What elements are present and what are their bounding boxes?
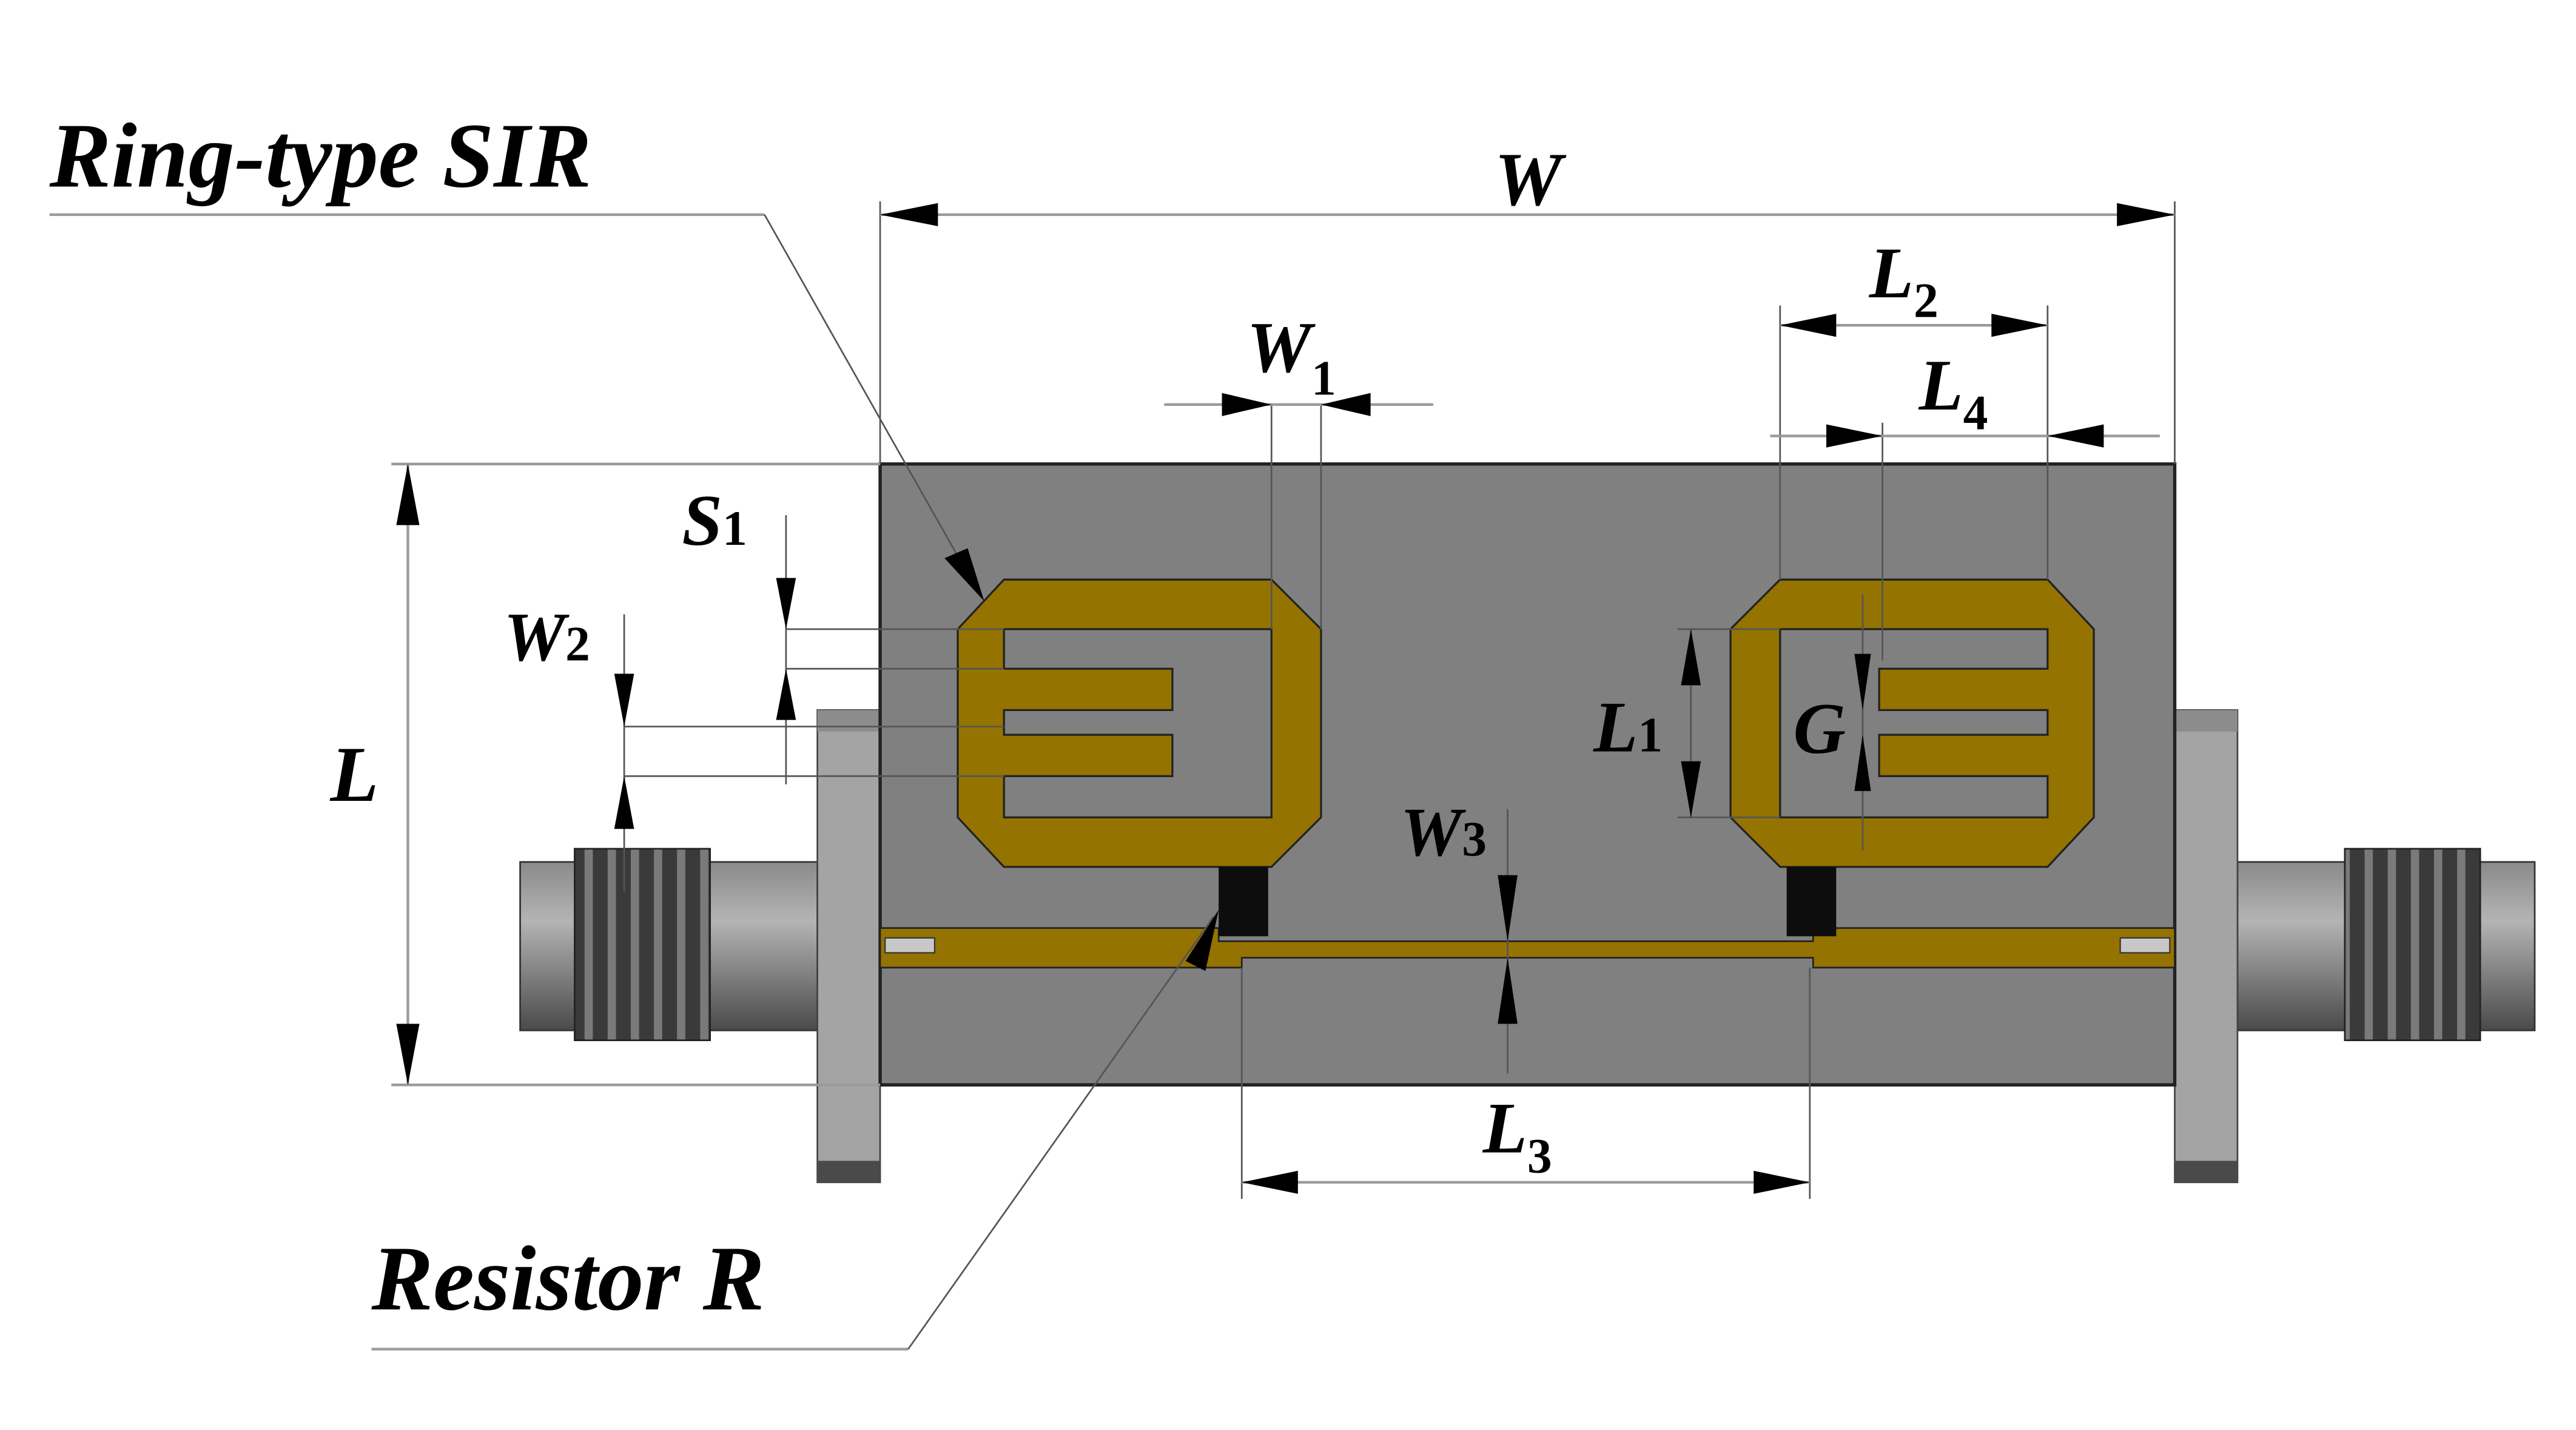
svg-text:W1: W1 bbox=[1246, 306, 1336, 405]
right-resistor bbox=[1786, 866, 1837, 937]
label-l1: L bbox=[1593, 686, 1638, 767]
left-flange-foot bbox=[817, 1161, 881, 1182]
label-w2-sub: 2 bbox=[565, 616, 590, 672]
label-ring-sir: Ring-type SIR bbox=[49, 104, 592, 207]
svg-text:W: W bbox=[1495, 138, 1567, 222]
left-connector-pin bbox=[884, 937, 935, 954]
svg-text:L1: L1 bbox=[1593, 686, 1663, 767]
label-resistor: Resistor R bbox=[371, 1227, 765, 1329]
dimension-s1: S1 bbox=[682, 480, 1004, 784]
left-sma-connector bbox=[519, 709, 881, 1184]
label-l4-sub: 4 bbox=[1963, 385, 1988, 440]
svg-text:W2: W2 bbox=[503, 599, 590, 676]
label-l3-sub: 3 bbox=[1527, 1128, 1552, 1183]
svg-text:W3: W3 bbox=[1401, 794, 1487, 871]
left-connector-nut bbox=[574, 848, 711, 1042]
dimension-g: G bbox=[1794, 594, 1871, 851]
left-flange-top bbox=[817, 710, 881, 732]
label-l4: L bbox=[1918, 345, 1963, 425]
dimension-w3: W3 bbox=[1401, 794, 1518, 1074]
label-l2-sub: 2 bbox=[1914, 273, 1939, 328]
right-connector-nut bbox=[2344, 848, 2481, 1042]
svg-text:G: G bbox=[1794, 688, 1846, 769]
label-s1-sub: 1 bbox=[722, 501, 747, 556]
left-ring-sir bbox=[957, 578, 1322, 868]
right-ring-outer bbox=[1729, 578, 2095, 868]
label-l: L bbox=[329, 731, 378, 818]
dimension-w2: W2 bbox=[503, 599, 1004, 892]
label-l2: L bbox=[1869, 232, 1914, 313]
svg-text:L4: L4 bbox=[1918, 345, 1988, 440]
dimension-l4: L4 bbox=[1770, 345, 2160, 661]
label-w2: W bbox=[503, 599, 570, 676]
right-flange-top bbox=[2174, 710, 2238, 732]
left-ring-outer bbox=[957, 578, 1322, 868]
label-w3: W bbox=[1401, 794, 1467, 871]
label-s1: S bbox=[682, 480, 722, 561]
svg-text:S1: S1 bbox=[682, 480, 747, 561]
right-sma-connector bbox=[2174, 709, 2536, 1184]
dimension-w: W bbox=[879, 138, 2176, 464]
right-flange bbox=[2174, 709, 2239, 1184]
label-l1-sub: 1 bbox=[1638, 707, 1663, 762]
left-resistor bbox=[1219, 866, 1268, 937]
label-w1-sub: 1 bbox=[1311, 350, 1336, 405]
dimension-l2: L2 bbox=[1779, 232, 2049, 580]
dimension-l1: L1 bbox=[1593, 628, 1780, 818]
dimension-l3: L3 bbox=[1240, 967, 1811, 1199]
label-w3-sub: 3 bbox=[1462, 811, 1487, 866]
dimension-w1: W1 bbox=[1164, 306, 1434, 629]
right-connector-pin bbox=[2119, 937, 2171, 954]
svg-text:L: L bbox=[329, 731, 378, 818]
right-ring-sir bbox=[1729, 578, 2095, 868]
label-w: W bbox=[1495, 138, 1567, 222]
left-flange bbox=[816, 709, 881, 1184]
right-flange-foot bbox=[2174, 1161, 2238, 1182]
callout-ring-sir: Ring-type SIR bbox=[49, 104, 984, 601]
dimension-l: L bbox=[329, 462, 881, 1087]
svg-text:L2: L2 bbox=[1869, 232, 1939, 328]
label-l3: L bbox=[1482, 1088, 1527, 1169]
svg-text:L3: L3 bbox=[1482, 1088, 1552, 1184]
label-g: G bbox=[1794, 688, 1846, 769]
callout-resistor: Resistor R bbox=[371, 909, 1219, 1351]
label-w1: W bbox=[1246, 306, 1316, 387]
